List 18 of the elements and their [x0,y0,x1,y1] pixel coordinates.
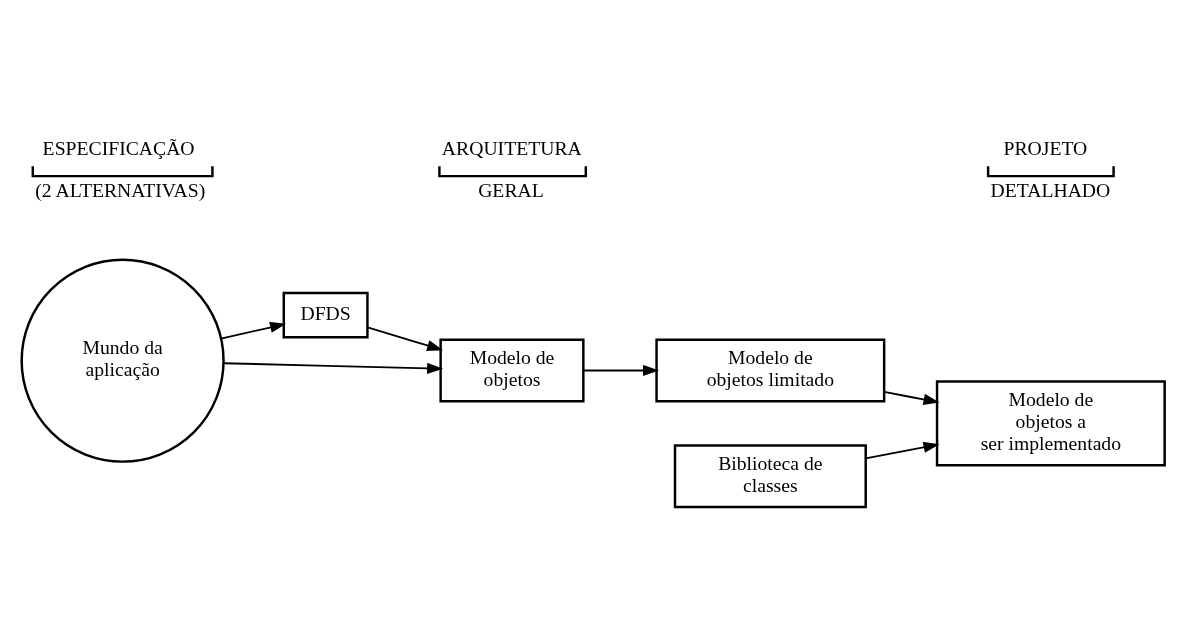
label: GERAL [478,178,544,201]
label: ARQUITETURA [441,136,582,159]
arrow [582,364,659,377]
node-box: Modelo de objetos [439,338,585,403]
arrow [883,391,940,405]
node-box: DFDS [282,291,369,339]
label: DETALHADO [990,178,1111,201]
node-box: Biblioteca de classes [673,444,867,509]
label: (2 ALTERNATIVAS) [35,178,206,201]
arrow [223,362,444,374]
arrow [366,326,444,351]
arrow [864,441,940,460]
label: PROJETO [1003,136,1088,159]
node-circle: Mundo da aplicação [20,258,225,463]
arrow [220,321,287,340]
label: ESPECIFICAÇÃO [42,136,195,159]
node-box: Modelo de objetos limitado [655,338,886,403]
node-box: Modelo de objetos a ser implementado [935,380,1166,467]
